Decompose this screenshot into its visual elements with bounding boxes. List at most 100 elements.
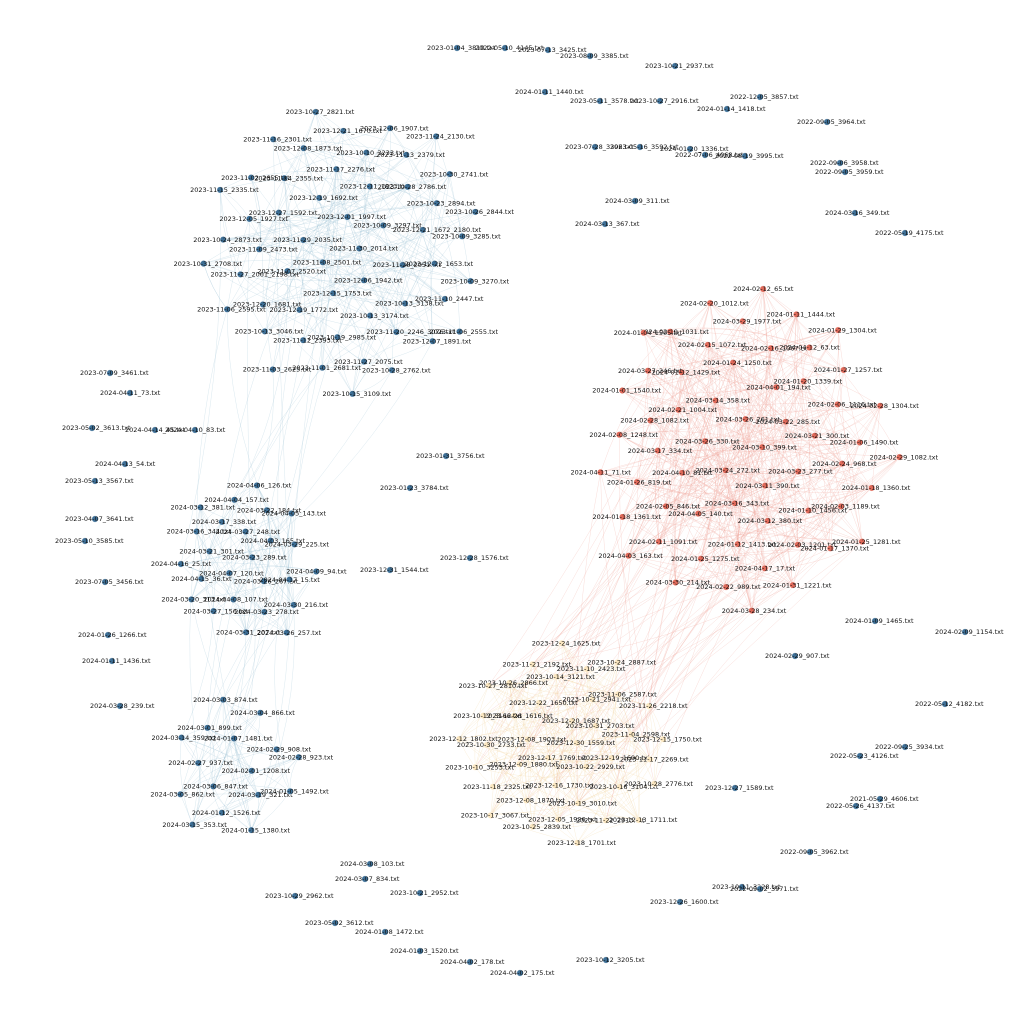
graph-edge [665,404,838,507]
graph-edge [229,566,317,574]
graph-edge [200,507,295,545]
graph-edge [586,471,799,767]
graph-node: 2023-12-30_1559.txt [547,739,616,747]
node-marker [767,344,775,352]
graph-node: 2023-12-01_1997.txt [317,213,386,221]
graph-edge [751,506,842,611]
graph-edge [622,347,810,391]
node-marker [941,700,949,708]
graph-edge [488,685,520,765]
node-marker [466,958,474,966]
graph-node: 2023-10-23_2894.txt [407,199,476,207]
graph-edge [322,262,445,300]
node-label: 2023-05-02_3612.txt [305,919,374,927]
graph-edge [715,400,765,569]
graph-edge [266,212,279,370]
graph-edge [725,314,797,471]
graph-edge [488,685,572,721]
node-label: 2024-04-05_140.txt [668,510,733,518]
graph-node: 2023-12-12_1802.txt [429,735,498,743]
graph-edge [833,369,844,507]
graph-edge [803,381,872,489]
node-label: 2024-02-05_846.txt [636,503,701,511]
graph-edge [322,262,406,304]
graph-edge [262,304,323,368]
graph-edge [245,130,344,633]
graph-node: 2024-03-22_285.txt [756,418,821,426]
node-label: 2023-11-14_2355.txt [254,174,323,182]
graph-edge [670,331,799,472]
graph-node: 2023-11-22_2913.txt [576,817,645,825]
node-label: 2023-12-19_1772.txt [270,306,339,314]
graph-edge [526,800,639,821]
graph-node: 2024-03-16_343.txt [705,500,770,508]
graph-edge [745,404,838,420]
graph-edge [278,212,406,304]
graph-edge [264,212,280,332]
graph-node: 2024-01-25_1275.txt [671,555,740,563]
graph-edge [707,344,843,464]
graph-node: 2024-04-02_175.txt [490,969,555,977]
graph-edge [198,749,277,764]
graph-edge [221,521,265,613]
graph-node: 2023-11-02_2655.txt [221,174,290,182]
graph-edge [792,405,881,586]
node-label: 2023-10-09_3285.txt [432,233,501,241]
graph-edge [747,288,765,569]
graph-edge [262,128,391,305]
node-marker [791,652,799,660]
node-marker [126,389,134,397]
node-label: 2023-11-21_2192.txt [503,661,572,669]
node-marker [811,432,819,440]
node-label: 2022-09-05_3959.txt [815,168,884,176]
graph-edge [213,784,291,792]
node-label: 2024-03-30_216.txt [264,601,329,609]
node-label: 2023-12-15_1750.txt [633,735,702,743]
graph-edge [636,440,860,483]
node-marker [551,782,559,789]
node-label: 2024-03-27_246.txt [618,367,683,375]
node-label: 2024-02-16_1067.txt [741,344,810,352]
graph-edge [509,682,650,707]
graph-edge [322,169,339,263]
graph-node: 2022-12-05_3857.txt [730,93,799,101]
graph-edge [704,441,766,486]
graph-edge [196,309,228,532]
node-marker [618,387,626,394]
graph-edge [475,715,515,768]
node-marker [116,702,124,710]
graph-node: 2023-01-23_3784.txt [380,484,449,492]
node-label: 2024-04-14_45.txt [125,426,186,434]
node-label: 2022-05-12_4182.txt [915,700,984,708]
node-marker [191,426,199,434]
node-label: 2023-10-16_3104.txt [590,783,659,791]
graph-node: 2024-01-29_1304.txt [808,326,877,334]
graph-node: 2022-09-05_3964.txt [797,118,866,126]
graph-node: 2023-11-08_2501.txt [293,259,362,267]
graph-node: 2024-01-26_1266.txt [78,631,147,639]
graph-edge [605,734,632,821]
node-marker [516,969,524,977]
graph-node: 2024-02-05_846.txt [636,503,701,511]
graph-node: 2023-11-06_2555.txt [430,328,499,336]
graph-edge [814,435,833,549]
graph-edge [650,347,810,421]
graph-node: 2024-02-27_937.txt [168,759,233,767]
graph-edge [207,727,252,771]
graph-node: 2024-03-08_103.txt [340,860,405,868]
graph-edge [251,791,291,831]
graph-edge [359,248,446,300]
node-label: 2023-12-21_1670.txt [313,127,382,135]
graph-edge [262,148,304,305]
graph-edge [613,662,639,821]
graph-edge [490,682,510,816]
graph-edge [278,212,471,282]
graph-edge [595,662,618,726]
graph-edge [796,314,804,472]
node-label: 2024-02-27_937.txt [168,759,233,767]
node-marker [782,418,790,426]
node-marker [245,215,253,223]
graph-edge [220,128,391,191]
node-marker [686,145,694,153]
graph-edge [808,442,860,511]
